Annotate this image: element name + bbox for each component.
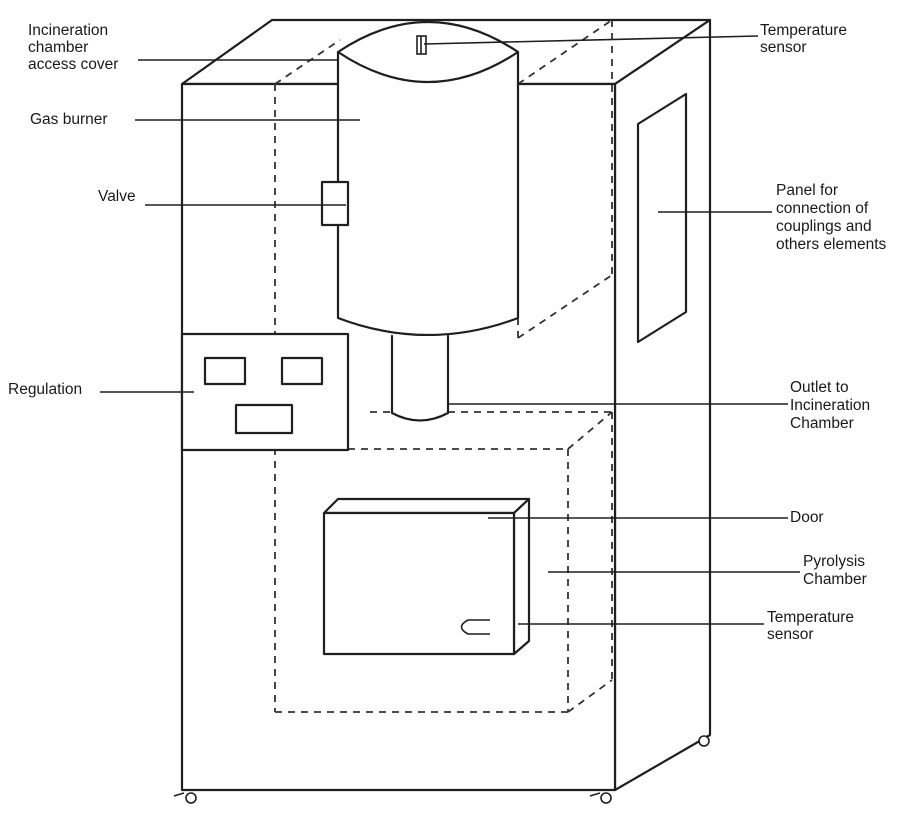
label-temperature-sensor-top: Temperature sensor (760, 22, 848, 56)
wheels (173, 735, 710, 804)
label-outlet: Outlet to Incineration Chamber (790, 379, 871, 432)
label-door: Door (790, 509, 824, 526)
valve-icon (320, 180, 350, 227)
leader-lines (100, 35, 800, 625)
label-regulation: Regulation (8, 381, 83, 398)
label-temperature-sensor-bottom: Temperature sensor (767, 609, 855, 643)
label-pyrolysis-chamber: Pyrolysis Chamber (803, 553, 867, 588)
incineration-cylinder (336, 21, 520, 337)
temperature-sensor-bottom-icon (460, 619, 490, 635)
outlet-tube (390, 334, 450, 422)
door (322, 497, 531, 656)
connection-panel (636, 92, 688, 344)
regulation-panel (180, 332, 350, 452)
label-access-cover: Incineration chamber access cover (28, 22, 119, 73)
label-valve: Valve (98, 188, 136, 205)
temperature-sensor-top-icon (416, 35, 427, 55)
label-connection-panel: Panel for connection of couplings and ot… (776, 182, 887, 253)
label-gas-burner: Gas burner (30, 111, 108, 128)
